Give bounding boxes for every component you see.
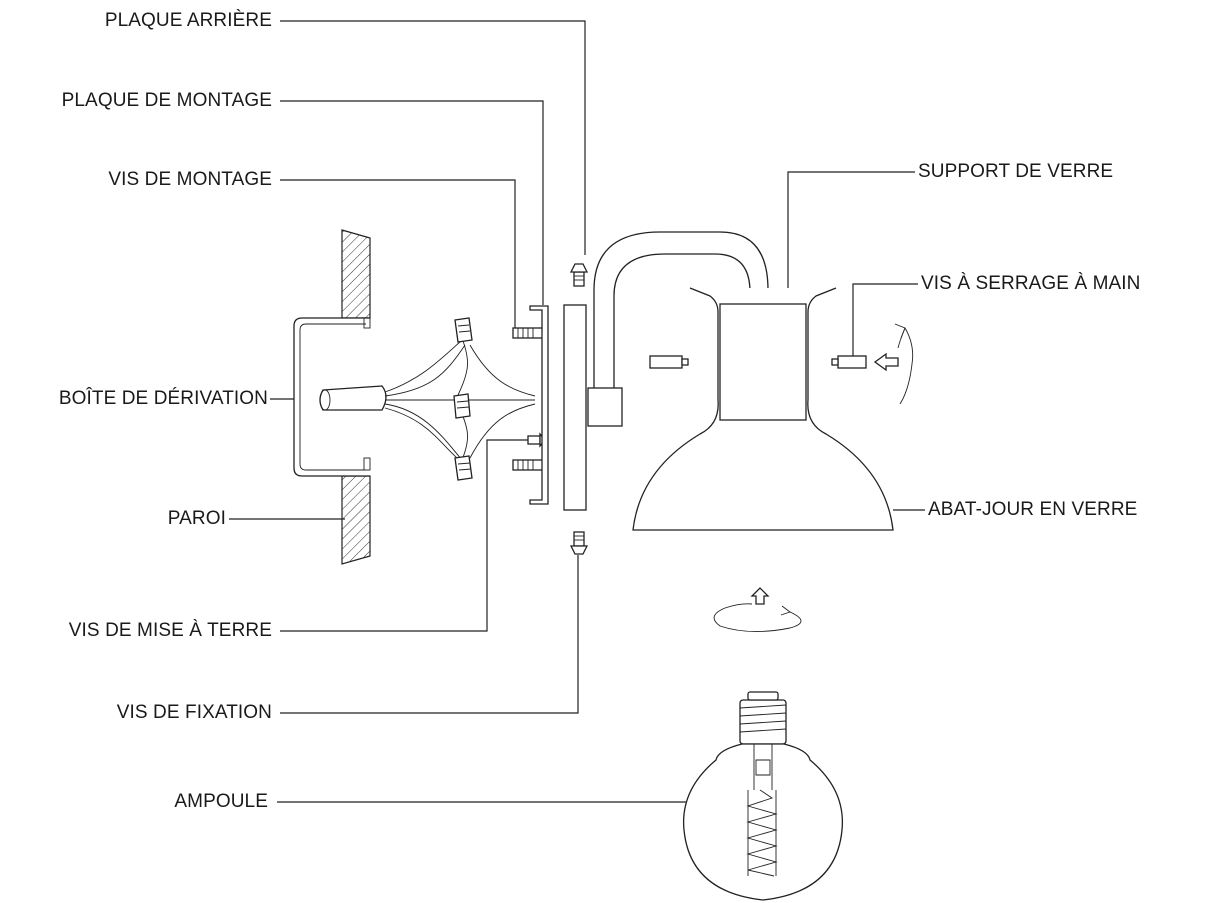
rotation-indicator [713,587,802,633]
glass-shade [632,287,894,531]
leader-mounting-plate [280,100,544,305]
label-hand-screw: VIS À SERRAGE À MAIN [921,273,1141,295]
label-mounting-screw: VIS DE MONTAGE [108,169,272,190]
bulb [682,691,844,901]
fixing-screw-bottom [569,531,589,555]
wall [341,229,371,565]
label-back-plate: PLAQUE ARRIÈRE [104,10,272,31]
leader-mounting-screw [280,179,516,330]
leader-hand-screw [852,283,918,358]
label-bulb: AMPOULE [174,791,268,812]
leader-fixing-screw [280,555,579,714]
label-mounting-plate: PLAQUE DE MONTAGE [61,90,272,111]
hand-screw-left [649,355,689,369]
leader-lines [229,20,925,803]
label-junction-box: BOÎTE DE DÉRIVATION [58,388,268,409]
back-plate [563,304,587,511]
label-glass-holder: SUPPORT DE VERRE [918,161,1114,182]
label-glass-shade: ABAT-JOUR EN VERRE [928,499,1138,520]
hand-screw-right [831,323,914,405]
label-ground-screw: VIS DE MISE À TERRE [68,620,272,641]
leader-ground-screw [280,439,530,632]
label-hand-screw-prefix: VIS [921,273,958,294]
label-hand-screw-rest: À SERRAGE À MAIN [957,273,1141,294]
label-wall: PAROI [167,508,226,529]
ground-screw [527,432,544,448]
leader-glass-holder [787,171,915,290]
mounting-plate [529,305,549,505]
fixing-screw-top [569,263,589,287]
label-fixing-screw: VIS DE FIXATION [116,702,272,723]
leader-back-plate [280,20,586,255]
wire-bundle [319,317,536,481]
